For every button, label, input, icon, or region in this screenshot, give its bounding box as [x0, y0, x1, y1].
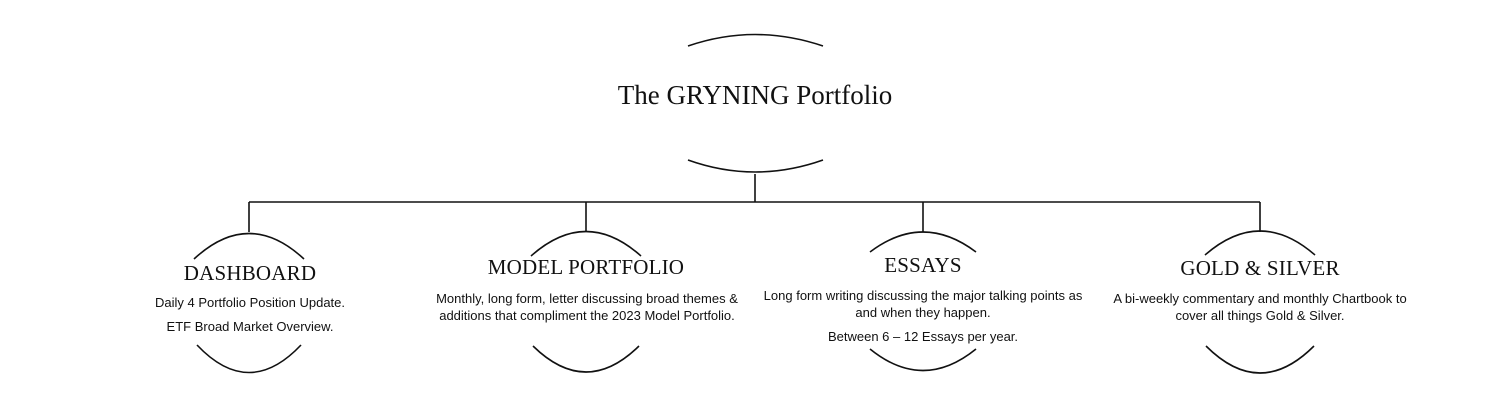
node-description-line: Monthly, long form, letter discussing br…: [436, 291, 738, 323]
node-title-gold-silver: GOLD & SILVER: [1180, 256, 1340, 280]
node-title-essays: ESSAYS: [884, 253, 962, 277]
node-description-line: Between 6 – 12 Essays per year.: [827, 329, 1019, 344]
node-description-line: A bi-weekly commentary and monthly Chart…: [1113, 291, 1407, 323]
node-title-dashboard: DASHBOARD: [183, 261, 317, 285]
root-top-arc: [687, 33, 824, 47]
node-description-gold-silver: A bi-weekly commentary and monthly Chart…: [1100, 290, 1420, 324]
node-title-model-portfolio: MODEL PORTFOLIO: [487, 255, 685, 279]
node-description-line: Long form writing discussing the major t…: [763, 288, 1083, 320]
model-portfolio-bottom-arc: [532, 345, 640, 373]
node-description-essays: Long form writing discussing the major t…: [763, 287, 1083, 345]
root-title: The GRYNING Portfolio: [617, 80, 893, 110]
model-portfolio-top-arc: [530, 230, 642, 257]
gold-silver-top-arc: [1204, 230, 1316, 256]
gold-silver-bottom-arc: [1205, 345, 1315, 374]
node-description-dashboard: Daily 4 Portfolio Position Update. ETF B…: [90, 294, 410, 335]
dashboard-bottom-arc: [196, 344, 302, 374]
root-bottom-arc: [687, 159, 824, 173]
node-description-line: Daily 4 Portfolio Position Update.: [154, 295, 346, 310]
dashboard-top-arc: [193, 232, 305, 260]
essays-top-arc: [869, 231, 977, 253]
node-description-model-portfolio: Monthly, long form, letter discussing br…: [427, 290, 747, 324]
node-description-line: ETF Broad Market Overview.: [166, 319, 334, 334]
essays-bottom-arc: [869, 348, 977, 372]
